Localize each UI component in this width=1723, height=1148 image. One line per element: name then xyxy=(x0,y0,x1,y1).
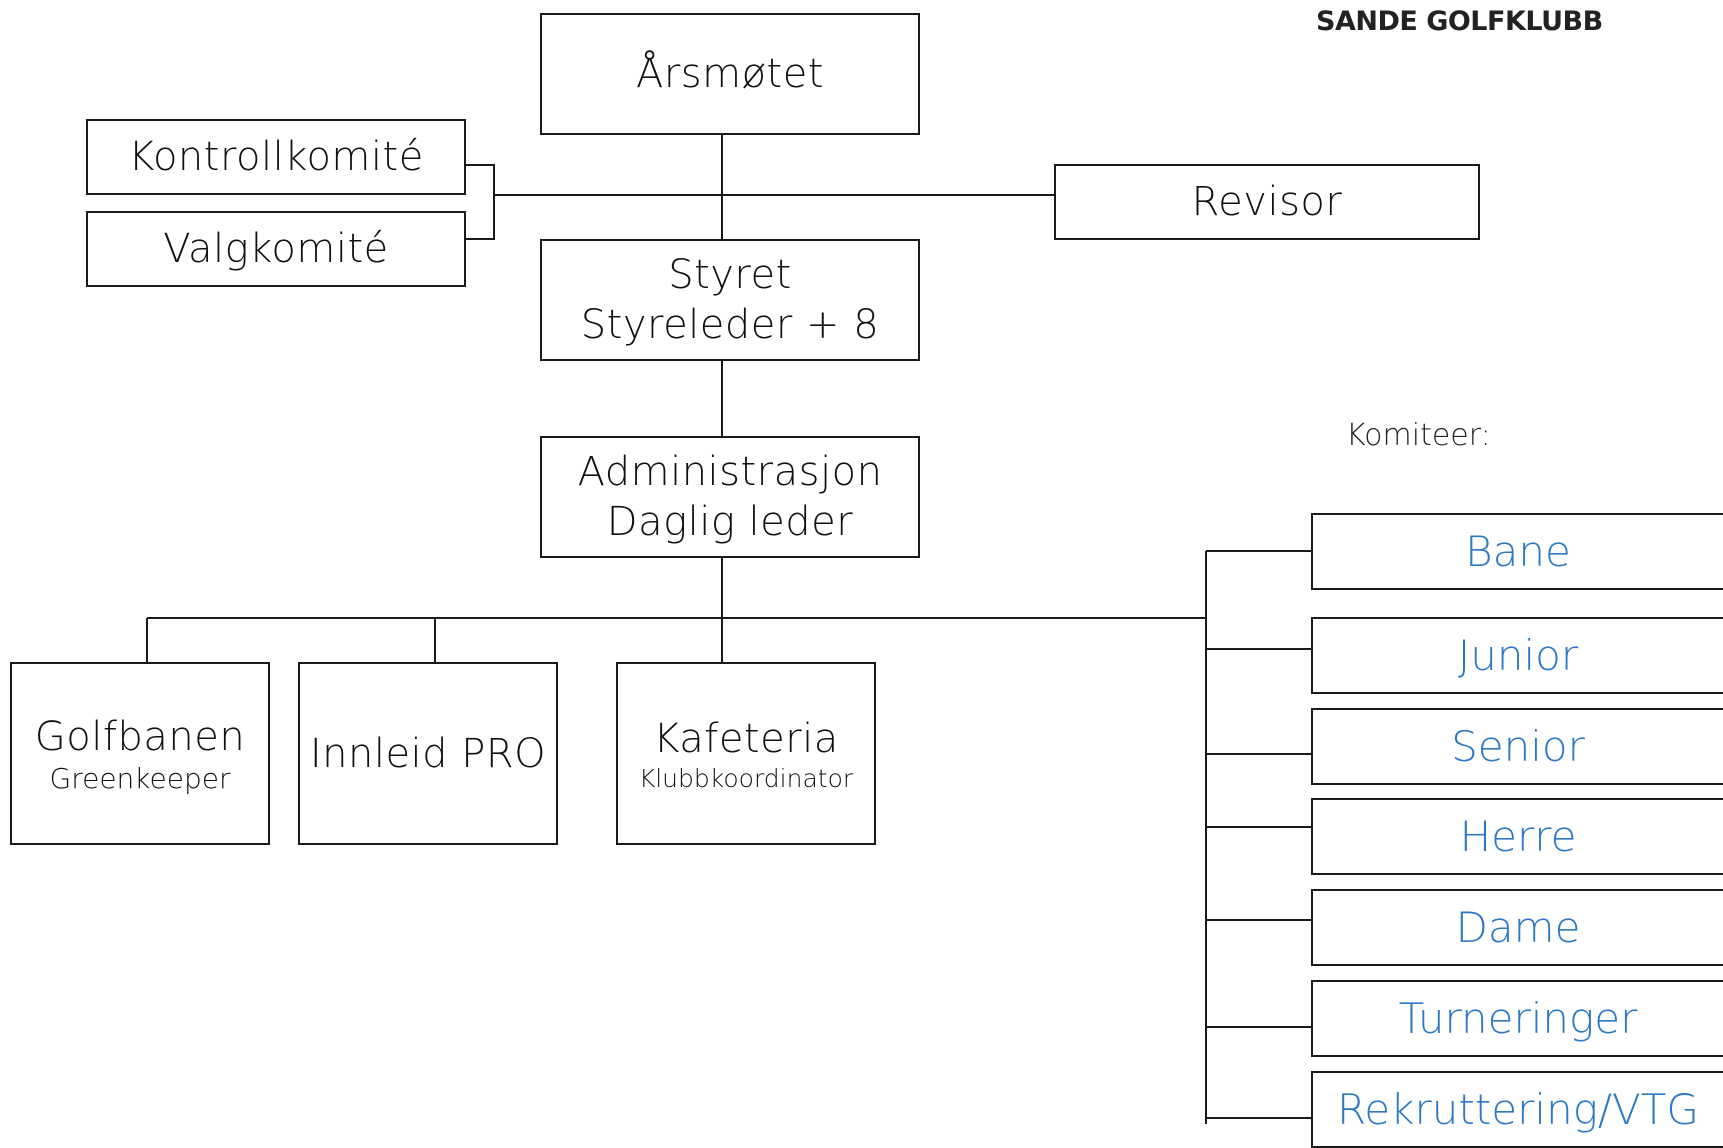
valgkomite-label: Valgkomité xyxy=(163,226,389,272)
innleid-pro-box: Innleid PRO xyxy=(298,662,558,845)
committee-label: Turneringer xyxy=(1398,994,1638,1043)
club-logo-text: SANDE GOLFKLUBB xyxy=(1316,6,1603,37)
revisor-box: Revisor xyxy=(1054,164,1480,240)
arsmotet-box: Årsmøtet xyxy=(540,13,920,135)
committee-rekruttering: Rekruttering/VTG xyxy=(1311,1071,1723,1148)
kafeteria-box: Kafeteria Klubbkoordinator xyxy=(616,662,876,845)
committee-label: Dame xyxy=(1455,903,1581,952)
committee-label: Senior xyxy=(1451,722,1585,771)
styret-box: Styret Styreleder + 8 xyxy=(540,239,920,361)
committee-senior: Senior xyxy=(1311,708,1723,785)
administrasjon-title: Administrasjon xyxy=(577,449,883,495)
committee-herre: Herre xyxy=(1311,798,1723,875)
committee-junior: Junior xyxy=(1311,617,1723,694)
styret-title: Styret xyxy=(668,252,792,298)
committee-turneringer: Turneringer xyxy=(1311,980,1723,1057)
kafeteria-title: Kafeteria xyxy=(653,715,839,762)
committee-label: Rekruttering/VTG xyxy=(1337,1085,1699,1134)
innleid-pro-label: Innleid PRO xyxy=(309,730,547,777)
kontrollkomite-label: Kontrollkomité xyxy=(128,134,424,180)
golfbanen-subtitle: Greenkeeper xyxy=(49,761,231,795)
committee-label: Herre xyxy=(1459,812,1577,861)
committee-label: Junior xyxy=(1457,631,1579,680)
kontrollkomite-box: Kontrollkomité xyxy=(86,119,466,195)
committee-label: Bane xyxy=(1465,527,1571,576)
golfbanen-title: Golfbanen xyxy=(34,713,246,760)
committee-bane: Bane xyxy=(1311,513,1723,590)
committee-dame: Dame xyxy=(1311,889,1723,966)
styret-subtitle: Styreleder + 8 xyxy=(580,302,880,348)
administrasjon-subtitle: Daglig leder xyxy=(606,499,854,545)
arsmotet-label: Årsmøtet xyxy=(635,51,825,97)
golfbanen-box: Golfbanen Greenkeeper xyxy=(10,662,270,845)
valgkomite-box: Valgkomité xyxy=(86,211,466,287)
revisor-label: Revisor xyxy=(1191,179,1343,225)
committees-heading: Komiteer: xyxy=(1346,418,1491,453)
administrasjon-box: Administrasjon Daglig leder xyxy=(540,436,920,558)
kafeteria-subtitle: Klubbkoordinator xyxy=(638,763,854,793)
